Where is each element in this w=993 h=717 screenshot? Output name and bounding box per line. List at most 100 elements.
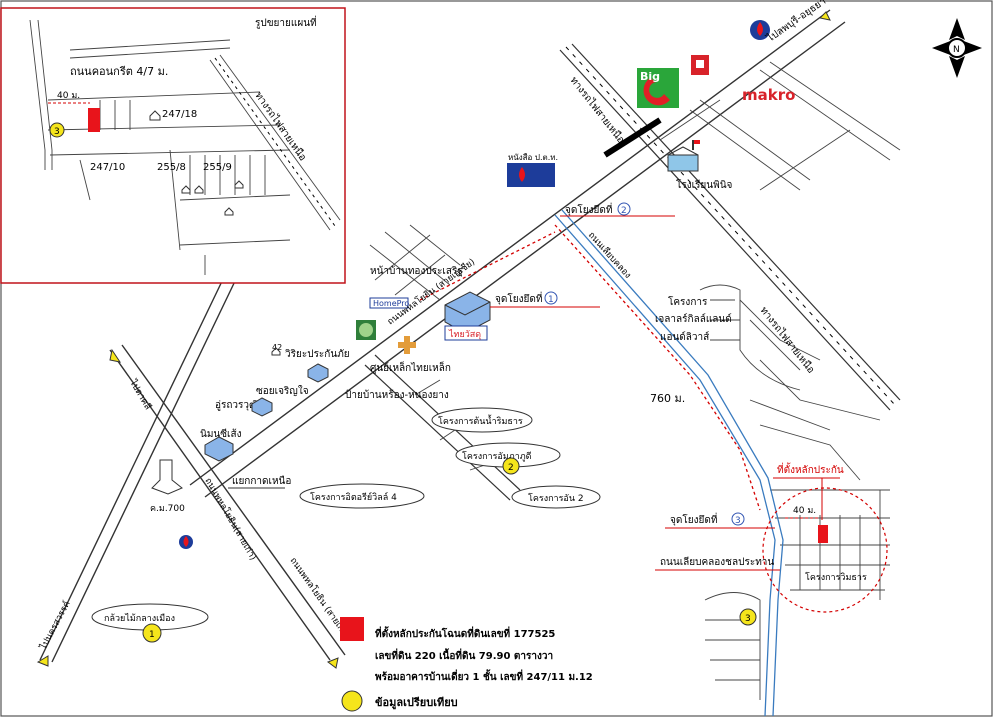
irrigation-canal bbox=[554, 209, 784, 717]
main-highway bbox=[189, 9, 846, 498]
school-label: โรงเรียนพินิจ bbox=[676, 178, 733, 191]
shop1-label: ซอยเจริญใจ bbox=[256, 385, 309, 397]
subject-lot bbox=[818, 525, 828, 543]
ptt-logo-icon-top bbox=[750, 20, 770, 40]
north-compass-icon: N bbox=[932, 18, 982, 78]
inset-house-247-10: 247/10 bbox=[90, 162, 125, 173]
inset-house-255-9: 255/9 bbox=[203, 162, 232, 173]
railway-upper-label: ทางรถไฟสายเหนือ bbox=[568, 74, 627, 145]
project-right-line3: แอนด์ลิวาส์ bbox=[660, 331, 709, 343]
svg-text:กล้วยไม้กลางเมือง: กล้วยไม้กลางเมือง bbox=[104, 613, 175, 624]
inset-distance: 40 ม. bbox=[57, 91, 80, 101]
legend-comparable: ข้อมูลเปรียบเทียบ bbox=[375, 696, 458, 710]
leaf-logo-icon bbox=[356, 320, 376, 340]
thai-watsadu-building-icon bbox=[444, 291, 491, 334]
homepro-label: HomePro bbox=[373, 299, 409, 308]
house-icon-viriya bbox=[271, 347, 281, 356]
legend-subject-swatch bbox=[340, 617, 364, 641]
railway-lower-label: ทางรถไฟสายเหนือ bbox=[758, 304, 817, 375]
distance-line-760 bbox=[554, 224, 761, 511]
legend-subject-line2: เลขที่ดิน 220 เนื้อที่ดิน 79.90 ตารางวา bbox=[375, 648, 553, 662]
project-3-layout bbox=[704, 592, 761, 700]
makro-label: makro bbox=[742, 86, 795, 104]
inset-house-255-8: 255/8 bbox=[157, 162, 186, 173]
project-right-line1: โครงการ bbox=[668, 295, 708, 308]
reference-point-1: จุดโยงยึดที่ 1 bbox=[490, 291, 600, 308]
reference-point-3: จุดโยงยึดที่ 3 bbox=[665, 512, 775, 529]
distance-40-label: 40 ม. bbox=[793, 506, 816, 516]
svg-text:โครงการอิตอรีย์วิลล์ 4: โครงการอิตอรีย์วิลล์ 4 bbox=[310, 491, 397, 503]
arrow-top-right-icon bbox=[818, 11, 831, 21]
shop3-building-icon bbox=[204, 436, 234, 462]
svg-text:โครงการอัมภาภูดี: โครงการอัมภาภูดี bbox=[462, 451, 532, 462]
km-label: ค.ม.700 bbox=[150, 504, 185, 514]
steel-center-icon bbox=[398, 336, 416, 354]
distance-760-label: 760 ม. bbox=[650, 392, 685, 405]
arrow-bottom-center-icon bbox=[326, 657, 339, 669]
project-right-line2: เจลาลร์กิลล์แลนด์ bbox=[655, 313, 732, 325]
phone-code: 42 bbox=[272, 343, 282, 352]
arrow-bottom-left-icon bbox=[36, 655, 49, 667]
legend-subject-line3: พร้อมอาคารบ้านเดี่ยว 1 ชั้น เลขที่ 247/1… bbox=[375, 669, 593, 683]
thai-watsadu-sign bbox=[444, 325, 488, 341]
svg-text:2: 2 bbox=[621, 206, 627, 216]
canal-road-diagonal-label: ถนนเลียบคลอง bbox=[586, 230, 633, 281]
svg-text:จุดโยงยึดที่: จุดโยงยึดที่ bbox=[670, 512, 717, 526]
subject-location-label: ที่ตั้งหลักประกัน bbox=[777, 462, 844, 476]
thai-watsadu-label: ไทยวัสดุ bbox=[448, 329, 481, 340]
svg-text:1: 1 bbox=[548, 295, 554, 305]
inset-subject-lot bbox=[88, 108, 100, 132]
svg-text:2: 2 bbox=[508, 463, 514, 473]
market-label: หน้าบ้านทองประเสริฐ bbox=[370, 265, 463, 277]
project-e-label: โครงการวิมธาร bbox=[805, 572, 867, 583]
inset-map: รูปขยายแผนที่ bbox=[0, 7, 346, 284]
svg-text:3: 3 bbox=[735, 516, 741, 526]
viriya-building-icon bbox=[307, 363, 329, 383]
svg-text:โครงการต้นน้ำริมธาร: โครงการต้นน้ำริมธาร bbox=[438, 414, 523, 427]
old-highway bbox=[109, 344, 346, 661]
homepro-logo-icon bbox=[369, 297, 409, 309]
shop3-label: นิมนซีเส้ง bbox=[200, 428, 242, 440]
junction-label: แยกกาดเหนือ bbox=[232, 475, 291, 487]
shop2-building-icon bbox=[251, 397, 273, 417]
svg-text:3: 3 bbox=[745, 614, 751, 624]
legend-comparable-swatch bbox=[341, 690, 363, 712]
ptt-station-label: หนังสือ ป.ต.ท. bbox=[508, 153, 558, 162]
reference-point-2: จุดโยงยึดที่ 2 bbox=[560, 202, 675, 217]
comparable-2-marker: 2 bbox=[502, 457, 520, 475]
cross-road-label: ป้ายบ้านหร้อง-หนองยาง bbox=[345, 389, 449, 401]
project-d-label: โครงการอิตอรีย์วิลล์ 4 bbox=[299, 483, 425, 509]
steel-center-label: ศูนย์เหล็กไทยเหล็ก bbox=[370, 360, 451, 374]
right-subdivision bbox=[699, 284, 881, 481]
big-c-text: Big bbox=[640, 70, 660, 83]
ptt-logo-icon-bottom bbox=[179, 535, 193, 549]
bottom-left-road-label: ไปนครสวรรค์ bbox=[37, 599, 73, 653]
inset-house-247-18: 247/18 bbox=[162, 109, 197, 120]
inset-comparable-3: 3 bbox=[49, 122, 65, 138]
road-to-nakhon-sawan bbox=[39, 274, 238, 663]
road-top-right-label: ไปลพบุรี-อยุธยา bbox=[764, 0, 828, 45]
svg-text:1: 1 bbox=[149, 630, 155, 640]
distance-line-1 bbox=[419, 231, 556, 301]
railway-crossing bbox=[603, 117, 662, 158]
project-c-label: โครงการอัน 2 bbox=[511, 485, 601, 509]
svg-text:จุดโยงยึดที่: จุดโยงยึดที่ bbox=[495, 291, 542, 305]
arrow-left-top-icon bbox=[109, 348, 122, 363]
compass-letter: N bbox=[953, 45, 960, 55]
inset-house-icons bbox=[149, 110, 244, 216]
project-a-label: โครงการต้นน้ำริมธาร bbox=[431, 407, 533, 433]
shop2-label: อู่รถวรวุฒิ bbox=[215, 400, 258, 411]
inset-title: รูปขยายแผนที่ bbox=[255, 15, 317, 29]
big-c-logo-icon: Big bbox=[637, 68, 679, 108]
ptt-station-icon bbox=[507, 163, 555, 187]
makro-building-icon bbox=[691, 55, 709, 75]
bottom-right-grid bbox=[770, 489, 890, 600]
top-center-grid bbox=[369, 224, 461, 301]
svg-text:จุดโยงยึดที่: จุดโยงยึดที่ bbox=[565, 202, 612, 216]
legend-subject-line1: ที่ตั้งหลักประกันโฉนดที่ดินเลขที่ 177525 bbox=[375, 626, 555, 640]
comparable-3-marker: 3 bbox=[739, 608, 757, 626]
school-building-icon bbox=[667, 140, 700, 172]
inset-road-label: ถนนคอนกรีต 4/7 ม. bbox=[70, 65, 168, 78]
